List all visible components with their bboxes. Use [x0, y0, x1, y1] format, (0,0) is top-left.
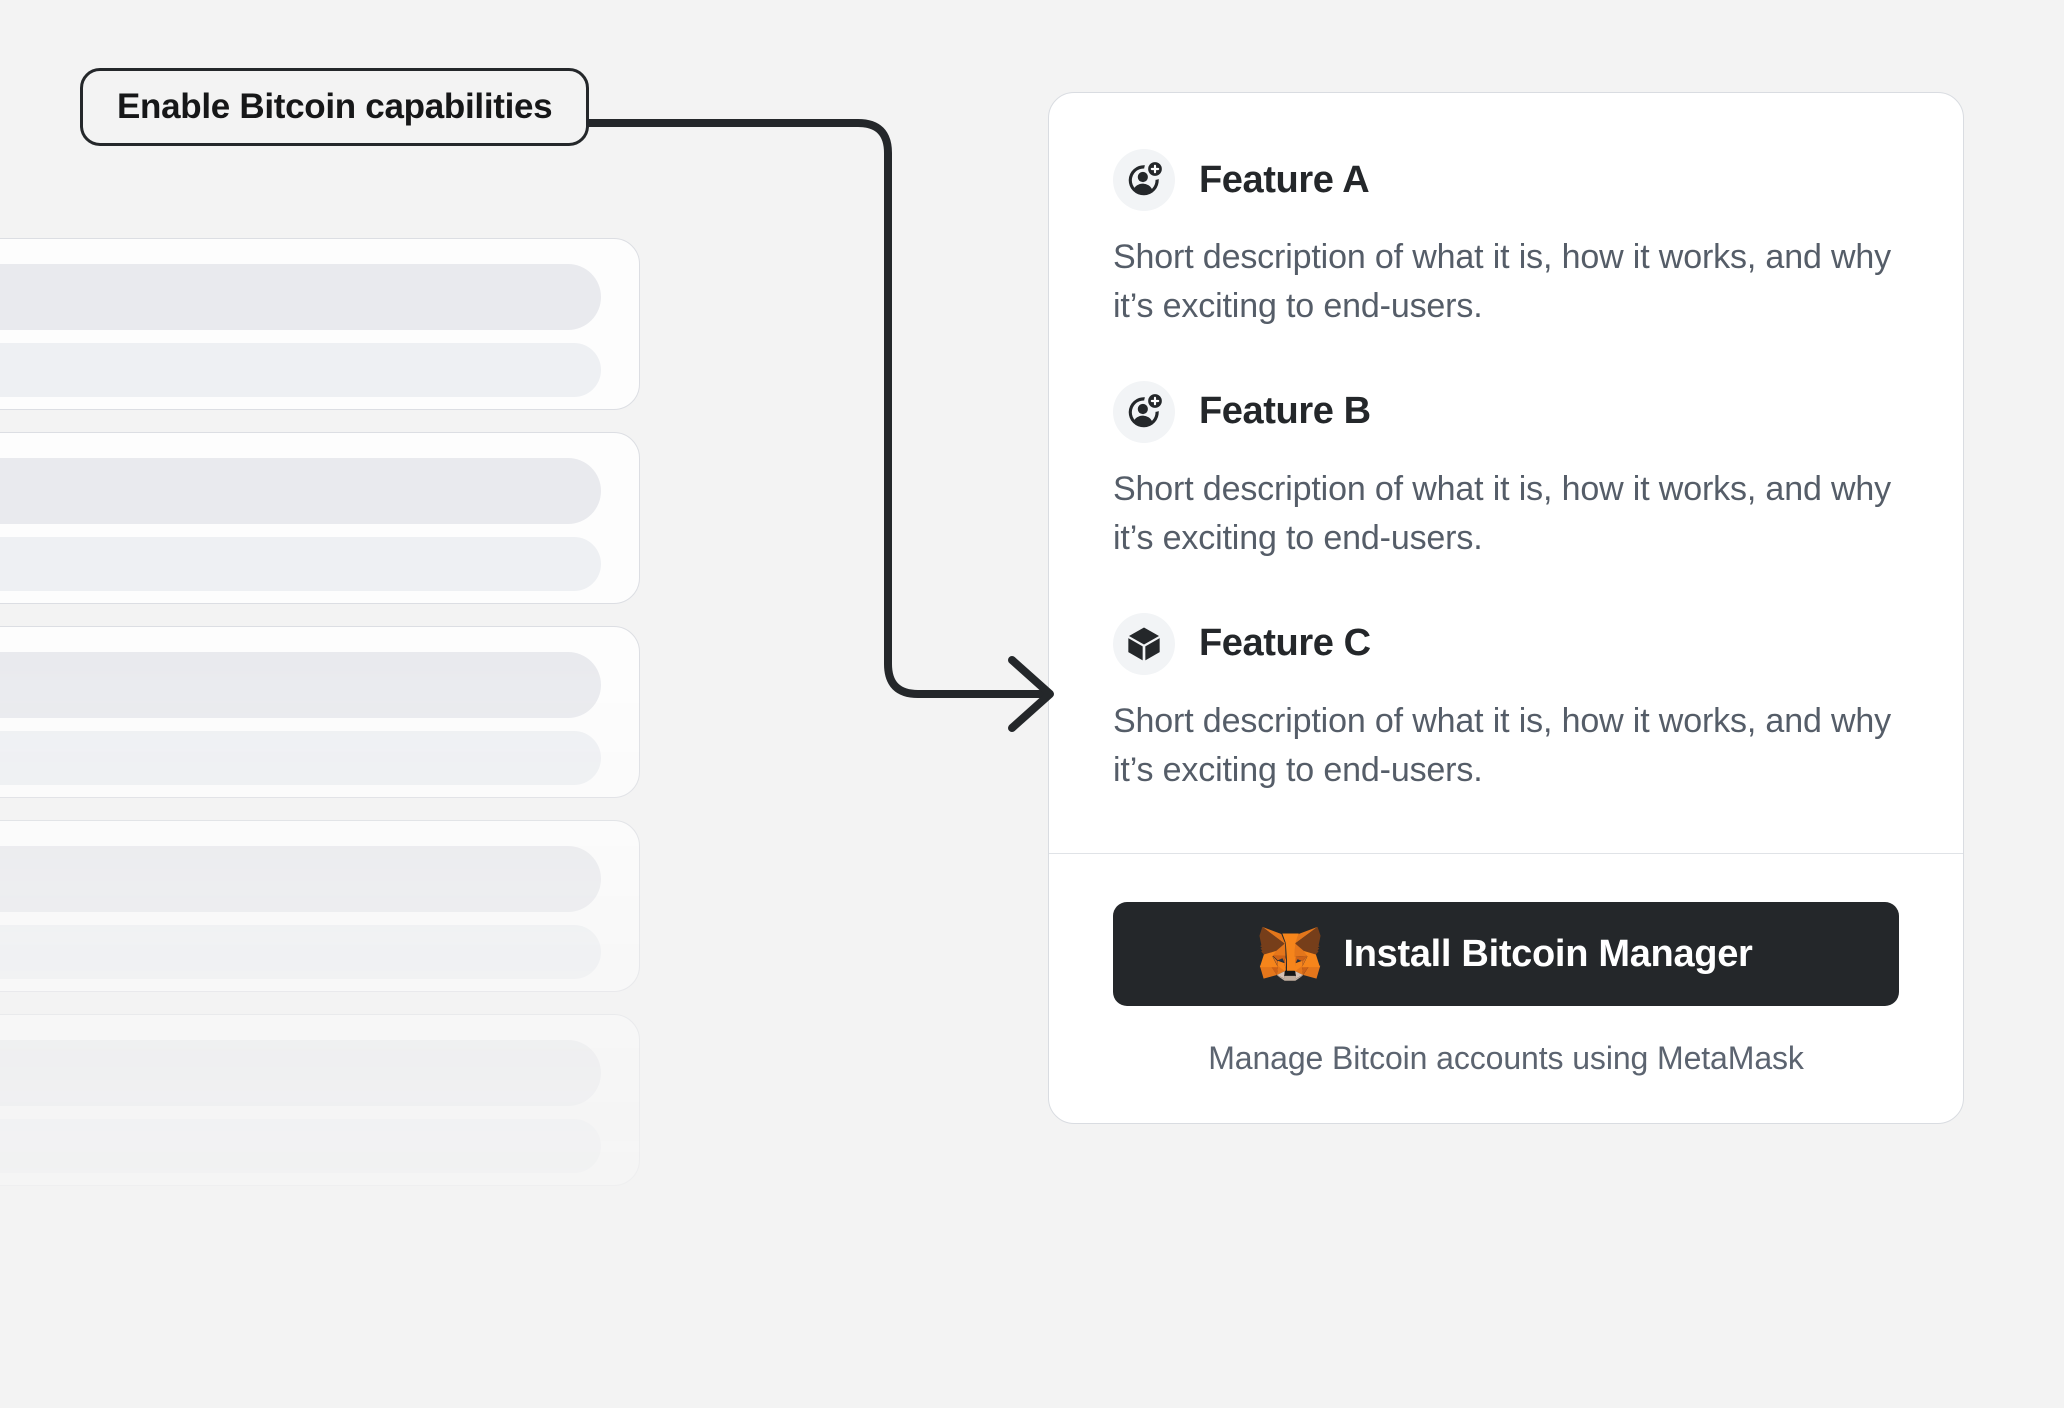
- cube-icon: [1113, 612, 1175, 675]
- feature-title: Feature A: [1199, 158, 1370, 201]
- feature-header: Feature C: [1113, 612, 1899, 675]
- feature-item-b: Feature B Short description of what it i…: [1113, 380, 1899, 563]
- install-button-label: Install Bitcoin Manager: [1343, 932, 1753, 975]
- list-item: [0, 820, 640, 992]
- feature-title: Feature C: [1199, 622, 1371, 665]
- placeholder-bar: [0, 925, 601, 979]
- install-bitcoin-manager-button[interactable]: Install Bitcoin Manager: [1113, 902, 1899, 1007]
- list-item: [0, 626, 640, 798]
- feature-description: Short description of what it is, how it …: [1113, 238, 1892, 325]
- list-item: [0, 1014, 640, 1186]
- bitcoin-capabilities-card: Feature A Short description of what it i…: [1048, 92, 1964, 1125]
- install-caption: Manage Bitcoin accounts using MetaMask: [1208, 1040, 1804, 1077]
- list-item: [0, 238, 640, 410]
- metamask-fox-icon: [1259, 925, 1322, 983]
- add-account-icon: [1113, 149, 1175, 211]
- feature-item-c: Feature C Short description of what it i…: [1113, 612, 1899, 795]
- annotation-label: Enable Bitcoin capabilities: [80, 68, 590, 146]
- placeholder-bar: [0, 731, 601, 785]
- placeholder-bar: [0, 537, 601, 591]
- list-item: [0, 432, 640, 604]
- placeholder-bar: [0, 343, 601, 397]
- annotation-label-text: Enable Bitcoin capabilities: [117, 87, 553, 126]
- feature-description: Short description of what it is, how it …: [1113, 469, 1892, 557]
- arrow-right-icon: [1008, 656, 1054, 732]
- add-account-icon: [1113, 380, 1175, 443]
- feature-item-a: Feature A Short description of what it i…: [1113, 149, 1899, 331]
- install-section: Install Bitcoin Manager Manage Bitcoin a…: [1049, 854, 1963, 1123]
- placeholder-bar: [0, 1119, 601, 1173]
- feature-header: Feature A: [1113, 149, 1899, 211]
- placeholder-bar: [0, 1040, 601, 1106]
- feature-header: Feature B: [1113, 380, 1899, 443]
- background-placeholder-list: [0, 238, 640, 1208]
- feature-title: Feature B: [1199, 390, 1371, 433]
- placeholder-bar: [0, 846, 601, 912]
- placeholder-bar: [0, 458, 601, 524]
- feature-description: Short description of what it is, how it …: [1113, 701, 1892, 789]
- placeholder-bar: [0, 264, 601, 330]
- placeholder-bar: [0, 652, 601, 718]
- divider: [1049, 852, 1963, 855]
- features-list: Feature A Short description of what it i…: [1049, 93, 1963, 853]
